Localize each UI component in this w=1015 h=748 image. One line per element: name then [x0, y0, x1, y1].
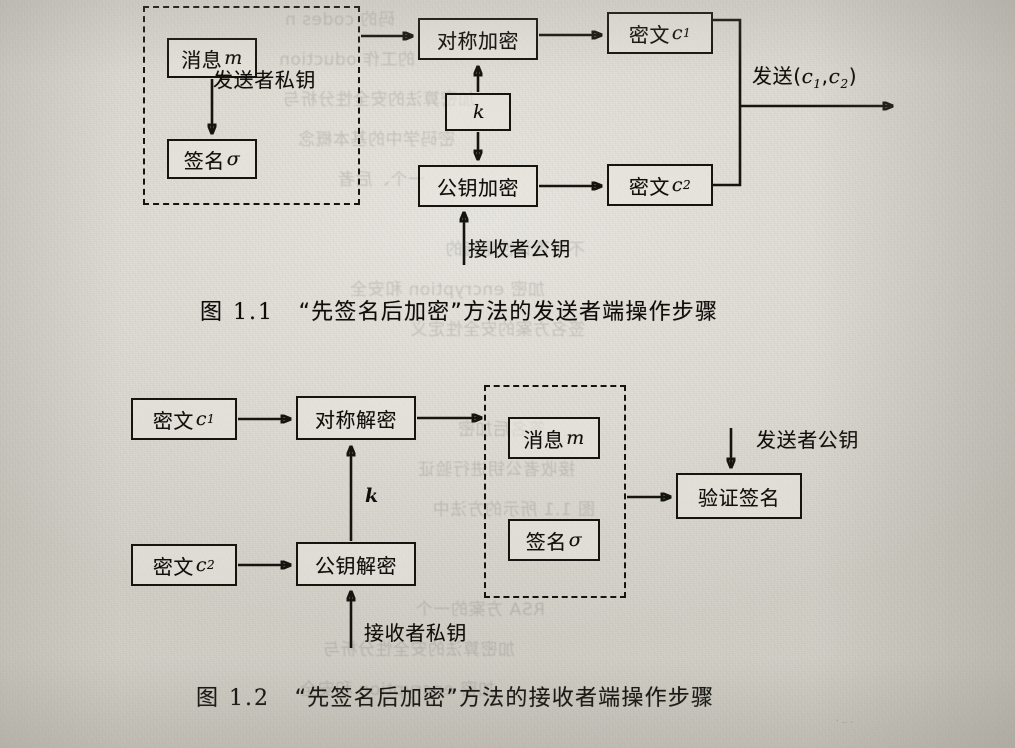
- fig2-cipher2-sub: 2: [207, 558, 216, 572]
- fig2-message-var: m: [566, 427, 585, 449]
- fig2-caption: 图 1.2 “先签名后加密”方法的接收者端操作步骤: [196, 680, 714, 712]
- fig2-verify-signature-box: 验证签名: [676, 473, 802, 519]
- fig2-caption-number: 图 1.2: [196, 686, 270, 711]
- fig2-cipher2-label: 密文: [152, 554, 194, 579]
- fig1-send-c1: c: [801, 64, 814, 88]
- fig1-pub-encrypt-label: 公钥加密: [437, 175, 519, 200]
- fig1-cipher2-var: c: [671, 174, 683, 196]
- fig1-signing-group-dashed-box: [143, 6, 360, 205]
- fig1-cipher2-label: 密文: [628, 174, 670, 199]
- fig1-pub-encrypt-box: 公钥加密: [418, 165, 538, 207]
- fig1-signature-var: σ: [226, 148, 241, 170]
- fig2-verify-signature-label: 验证签名: [698, 485, 780, 510]
- fig1-caption-text: “先签名后加密”方法的发送者端操作步骤: [298, 300, 719, 325]
- fig1-send-sep: ,: [821, 64, 829, 88]
- fig2-pub-decrypt-label: 公钥解密: [315, 553, 397, 578]
- fig2-sym-decrypt-box: 对称解密: [296, 396, 416, 440]
- fig1-signature-label: 签名: [183, 148, 225, 173]
- fig2-pub-decrypt-box: 公钥解密: [296, 542, 416, 586]
- fig1-sym-encrypt-label: 对称加密: [437, 28, 519, 53]
- fig1-receiver-public-key-label: 接收者公钥: [468, 237, 571, 261]
- fig2-recovered-group-dashed-box: [484, 385, 626, 598]
- fig1-message-var: m: [224, 47, 243, 69]
- fig1-cipher1-var: c: [671, 22, 683, 44]
- fig2-cipher2-var: c: [195, 554, 207, 576]
- fig1-send-label: 发送(c1,c2): [752, 60, 857, 91]
- fig2-signature-label: 签名: [525, 529, 567, 554]
- fig1-merge-cipher2: [713, 106, 742, 187]
- fig2-sym-decrypt-label: 对称解密: [315, 407, 397, 432]
- fig1-key-label: k: [472, 101, 485, 123]
- fig1-cipher1-sub: 1: [683, 26, 692, 40]
- fig1-cipher1-label: 密文: [628, 22, 670, 47]
- fig1-sender-private-key-label: 发送者私钥: [213, 68, 316, 92]
- fig1-cipher2-sub: 2: [683, 178, 692, 192]
- fig1-caption: 图 1.1 “先签名后加密”方法的发送者端操作步骤: [200, 294, 718, 326]
- fig2-sender-public-key-label: 发送者公钥: [756, 428, 859, 452]
- fig1-send-prefix: 发送(: [752, 64, 802, 88]
- fig2-cipher1-sub: 1: [207, 412, 216, 426]
- fig2-message-label: 消息: [523, 427, 565, 452]
- fig1-message-label: 消息: [181, 47, 223, 72]
- fig2-cipher1-label: 密文: [152, 408, 194, 433]
- fig1-caption-number: 图 1.1: [200, 300, 274, 325]
- fig2-key-label: k: [365, 485, 379, 507]
- fig2-signature-var: σ: [568, 529, 583, 551]
- fig1-send-c2-sub: 2: [840, 77, 849, 91]
- fig1-send-suffix: ): [848, 64, 858, 88]
- fig2-caption-text: “先签名后加密”方法的接收者端操作步骤: [294, 686, 715, 711]
- fig1-send-c1-sub: 1: [813, 77, 822, 91]
- fig2-cipher1-var: c: [195, 408, 207, 430]
- fig1-send-c2: c: [828, 64, 841, 88]
- fig2-receiver-private-key-label: 接收者私钥: [364, 621, 467, 645]
- fig1-key-box: k: [445, 93, 511, 131]
- fig1-sym-encrypt-box: 对称加密: [418, 18, 538, 60]
- fig1-merge-cipher1: [713, 18, 742, 106]
